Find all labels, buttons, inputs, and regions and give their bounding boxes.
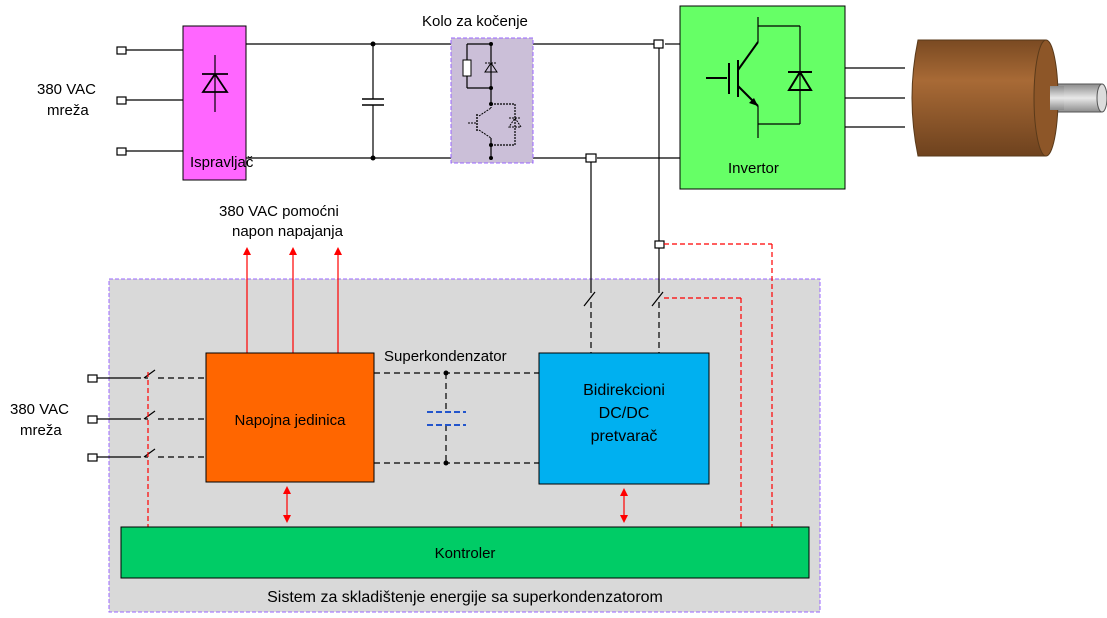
supercapacitor-icon bbox=[374, 370, 539, 466]
dcdc-bus-switches bbox=[583, 291, 664, 353]
top-grid-label-line1: 380 VAC bbox=[37, 81, 96, 98]
controller-label: Kontroler bbox=[435, 545, 496, 562]
top-grid-input bbox=[116, 46, 183, 156]
bottom-grid-label-line2: mreža bbox=[20, 422, 62, 439]
power-unit-block bbox=[205, 352, 375, 483]
aux-supply-label-line1: 380 VAC pomoćni bbox=[219, 203, 339, 220]
top-grid-label-line2: mreža bbox=[47, 102, 89, 119]
dc-link-capacitor-icon bbox=[362, 44, 384, 158]
dcdc-label-line1: Bidirekcioni bbox=[583, 382, 665, 399]
braking-chopper-icon bbox=[462, 42, 522, 160]
aux-supply-label-line2: napon napajanja bbox=[232, 223, 344, 240]
storage-system-label: Sistem za skladištenje energije sa super… bbox=[267, 589, 663, 606]
motor-icon bbox=[845, 39, 1107, 157]
power-unit-label: Napojna jedinica bbox=[235, 412, 347, 429]
controller-link-arrows bbox=[283, 486, 628, 523]
braking-circuit-label: Kolo za kočenje bbox=[422, 13, 528, 30]
dcdc-label-line2: DC/DC bbox=[599, 405, 650, 422]
inverter-label: Invertor bbox=[728, 160, 779, 177]
bus-connection-terminals bbox=[585, 39, 665, 293]
supercapacitor-label: Superkondenzator bbox=[384, 348, 507, 365]
braking-circuit-block bbox=[450, 37, 534, 164]
igbt-icon bbox=[706, 17, 813, 138]
rectifier-diode-icon bbox=[201, 55, 229, 112]
aux-supply-arrows bbox=[243, 247, 342, 353]
inverter-signal-lines bbox=[664, 243, 773, 527]
bottom-grid-label-line1: 380 VAC bbox=[10, 401, 69, 418]
rectifier-label: Ispravljač bbox=[190, 154, 254, 171]
controller-block bbox=[120, 526, 810, 579]
bottom-grid-input bbox=[87, 369, 206, 527]
dcdc-label-line3: pretvarač bbox=[591, 428, 658, 445]
inverter-block bbox=[679, 5, 846, 190]
dcdc-converter-block bbox=[538, 352, 710, 485]
